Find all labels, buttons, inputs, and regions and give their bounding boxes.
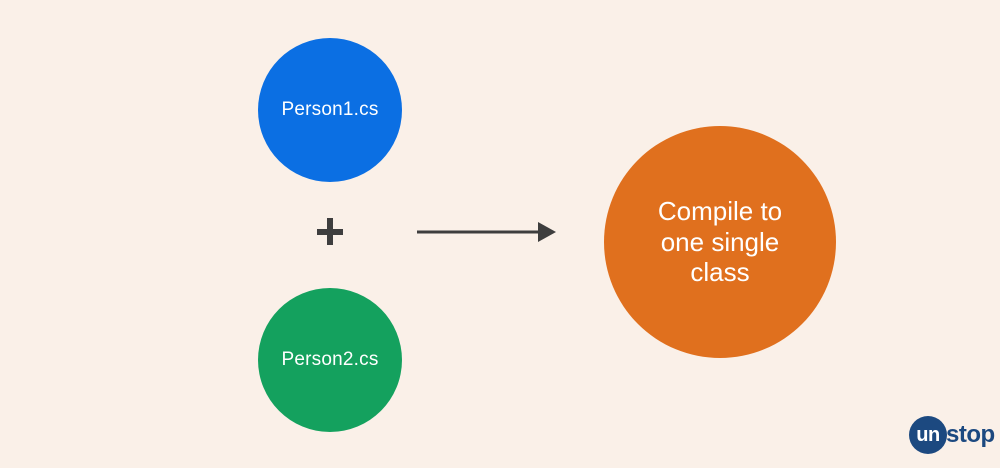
plus-vertical-bar [327,218,333,245]
node-person1-label: Person1.cs [281,99,379,120]
node-compile-result-label: Compile to one single class [657,195,783,288]
node-compile-result: Compile to one single class [604,126,836,358]
node-person1: Person1.cs [258,38,402,182]
node-person2: Person2.cs [258,288,402,432]
unstop-logo: un stop [909,416,995,454]
arrow-icon [417,222,556,242]
unstop-logo-text: stop [946,421,995,448]
node-person2-label: Person2.cs [281,349,379,370]
unstop-logo-mark: un [909,416,947,454]
unstop-logo-prefix: un [916,423,940,446]
plus-icon [317,218,343,245]
